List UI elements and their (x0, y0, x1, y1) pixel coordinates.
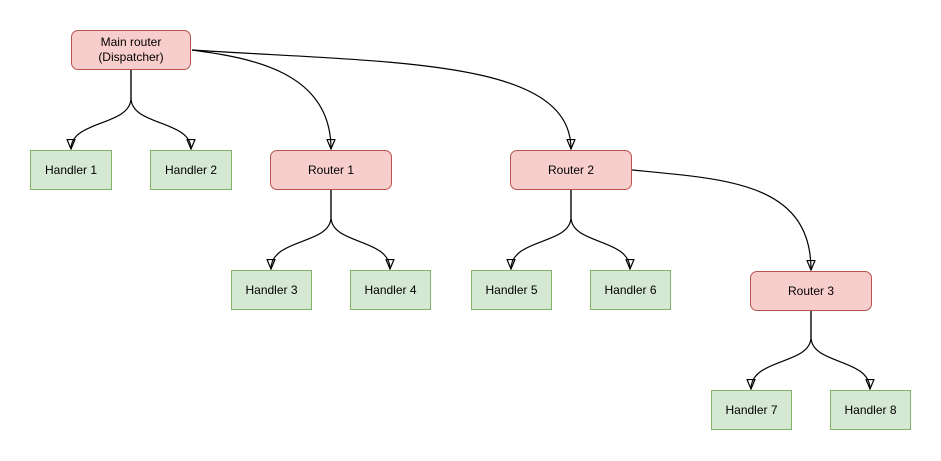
node-handler3: Handler 3 (231, 270, 312, 310)
node-handler4: Handler 4 (350, 270, 431, 310)
edge-main-to-router1 (191, 49, 331, 149)
main-router-label-line1: Main router (100, 35, 162, 49)
handler6-label: Handler 6 (604, 282, 657, 297)
edge-router2-to-router3 (631, 169, 811, 270)
edge-main-to-handler2 (130, 70, 191, 149)
edge-router2-to-handler6 (570, 190, 630, 269)
node-router1: Router 1 (270, 150, 392, 190)
handler4-label: Handler 4 (364, 282, 417, 297)
edge-router1-to-handler3 (271, 190, 332, 269)
node-handler6: Handler 6 (590, 270, 671, 310)
node-handler7: Handler 7 (711, 390, 792, 430)
edge-router3-to-handler8 (810, 311, 870, 389)
edge-router1-to-handler4 (330, 190, 390, 269)
main-router-label-line2: (Dispatcher) (98, 50, 164, 64)
handler1-label: Handler 1 (44, 162, 98, 177)
router2-label: Router 2 (547, 162, 595, 177)
node-handler8: Handler 8 (830, 390, 911, 430)
router3-label: Router 3 (787, 283, 835, 298)
node-handler5: Handler 5 (471, 270, 552, 310)
handler5-label: Handler 5 (485, 282, 538, 297)
edge-router2-to-handler5 (511, 190, 572, 269)
handler8-label: Handler 8 (844, 402, 897, 417)
edge-main-to-handler1 (71, 70, 132, 149)
handler2-label: Handler 2 (164, 162, 218, 177)
handler3-label: Handler 3 (245, 282, 298, 297)
node-main-router: Main router (Dispatcher) (71, 30, 191, 70)
router1-label: Router 1 (307, 162, 355, 177)
node-router3: Router 3 (750, 271, 872, 311)
edge-main-to-router2 (191, 49, 571, 149)
edge-router3-to-handler7 (751, 311, 812, 389)
node-router2: Router 2 (510, 150, 632, 190)
node-handler2: Handler 2 (150, 150, 232, 190)
node-handler1: Handler 1 (30, 150, 112, 190)
handler7-label: Handler 7 (725, 402, 778, 417)
